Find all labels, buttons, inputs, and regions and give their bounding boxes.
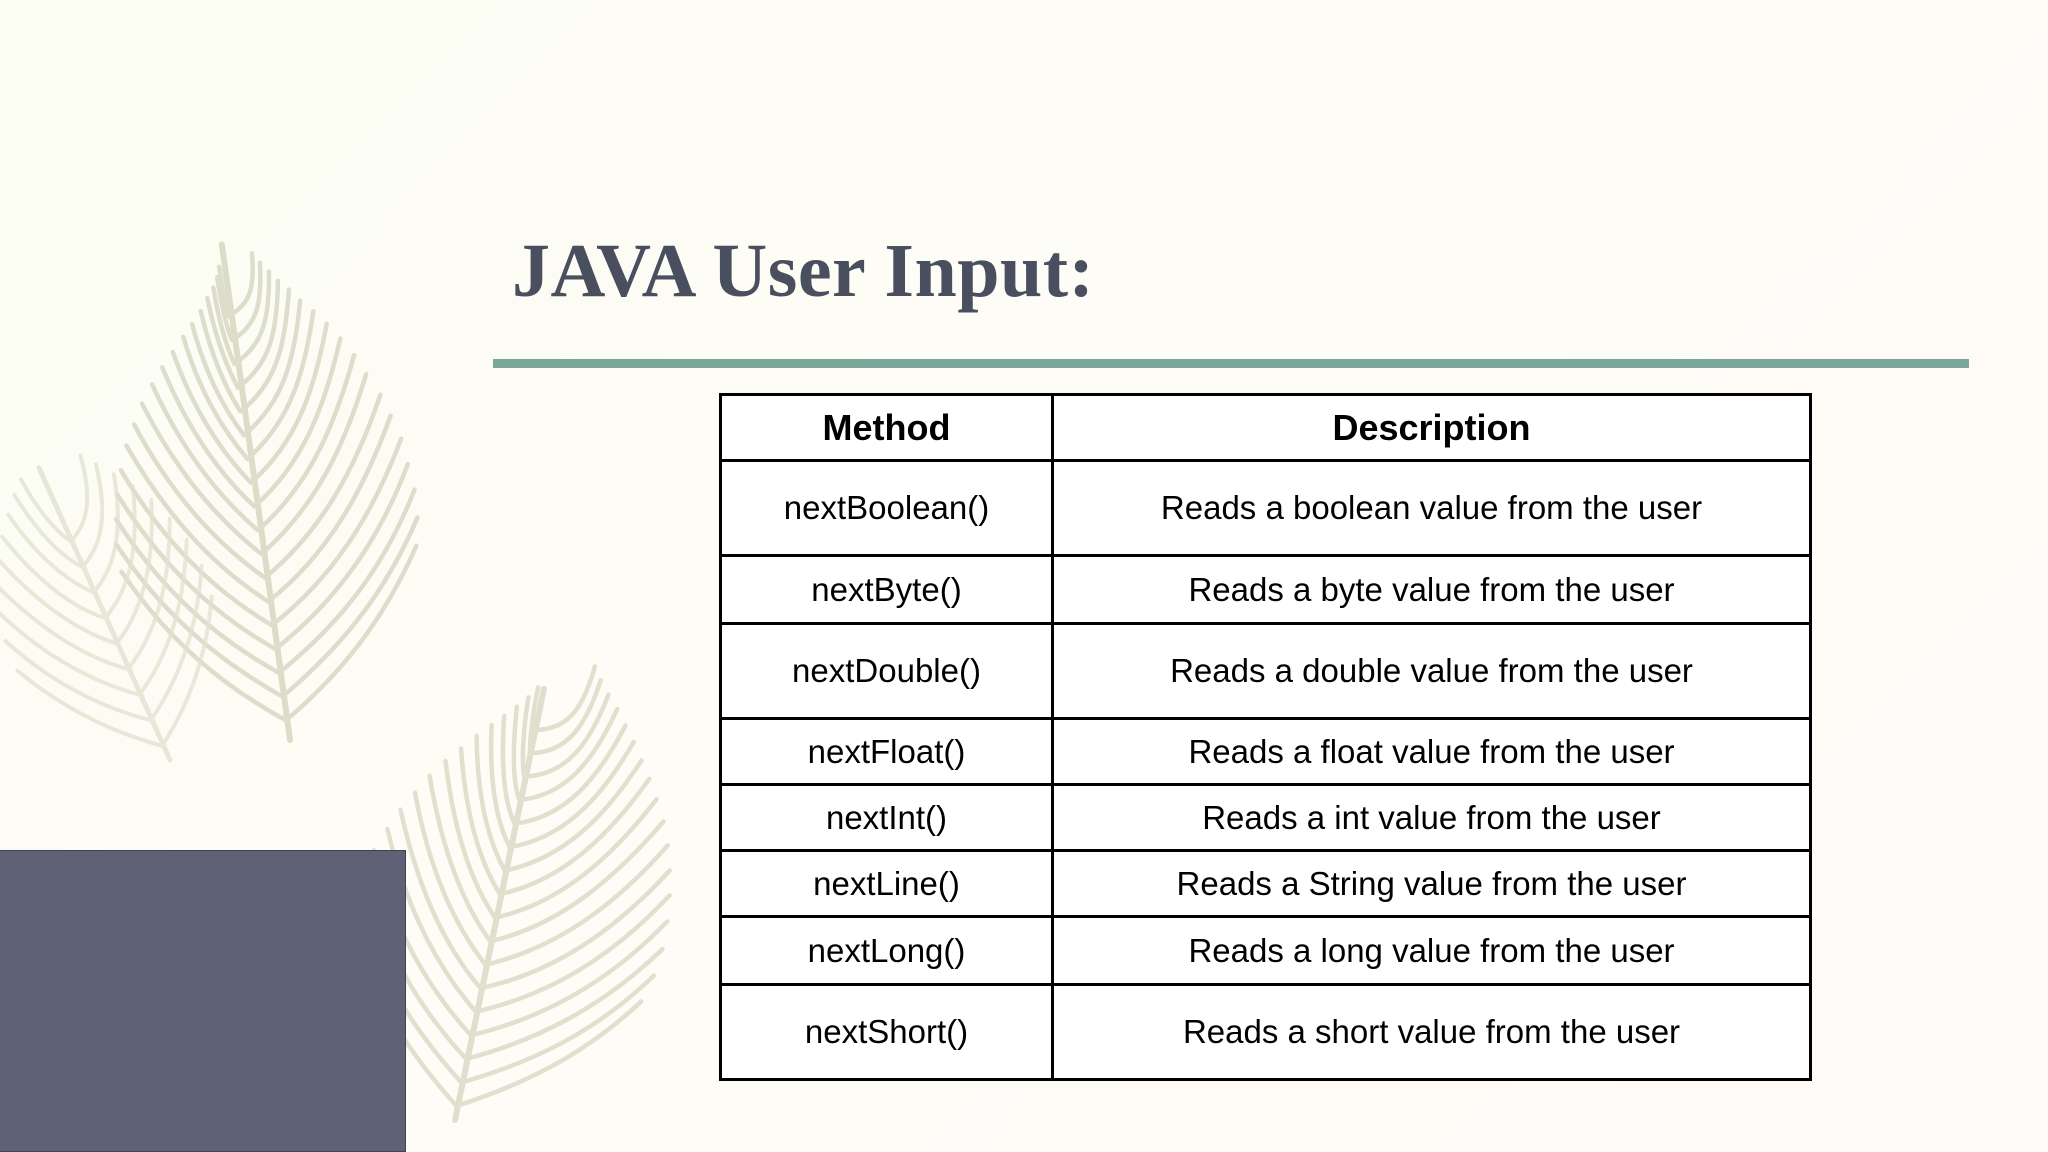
table-row: nextLong() Reads a long value from the u… <box>719 915 1812 986</box>
cell-description: Reads a float value from the user <box>1051 717 1812 786</box>
cell-method: nextBoolean() <box>719 459 1054 557</box>
table-row: nextLine() Reads a String value from the… <box>719 849 1812 918</box>
cell-method: nextLine() <box>719 849 1054 918</box>
cell-description: Reads a long value from the user <box>1051 915 1812 986</box>
cell-method: nextFloat() <box>719 717 1054 786</box>
cell-method: nextInt() <box>719 783 1054 852</box>
cell-method: nextLong() <box>719 915 1054 986</box>
cell-description: Reads a short value from the user <box>1051 983 1812 1081</box>
cell-description: Reads a byte value from the user <box>1051 554 1812 625</box>
table-row: nextFloat() Reads a float value from the… <box>719 717 1812 786</box>
cell-description: Reads a double value from the user <box>1051 622 1812 720</box>
table-row: nextInt() Reads a int value from the use… <box>719 783 1812 852</box>
column-header-description: Description <box>1051 393 1812 462</box>
title-underline-rule <box>493 359 1969 368</box>
table-row: nextDouble() Reads a double value from t… <box>719 622 1812 720</box>
cell-description: Reads a String value from the user <box>1051 849 1812 918</box>
scanner-methods-table: Method Description nextBoolean() Reads a… <box>719 393 1812 1081</box>
page-title: JAVA User Input: <box>512 229 1095 313</box>
cell-method: nextShort() <box>719 983 1054 1081</box>
table-row: nextBoolean() Reads a boolean value from… <box>719 459 1812 557</box>
cell-description: Reads a int value from the user <box>1051 783 1812 852</box>
table-header-row: Method Description <box>719 393 1812 462</box>
cell-description: Reads a boolean value from the user <box>1051 459 1812 557</box>
table-row: nextShort() Reads a short value from the… <box>719 983 1812 1081</box>
cell-method: nextByte() <box>719 554 1054 625</box>
column-header-method: Method <box>719 393 1054 462</box>
decorative-block <box>0 850 406 1152</box>
cell-method: nextDouble() <box>719 622 1054 720</box>
table-row: nextByte() Reads a byte value from the u… <box>719 554 1812 625</box>
